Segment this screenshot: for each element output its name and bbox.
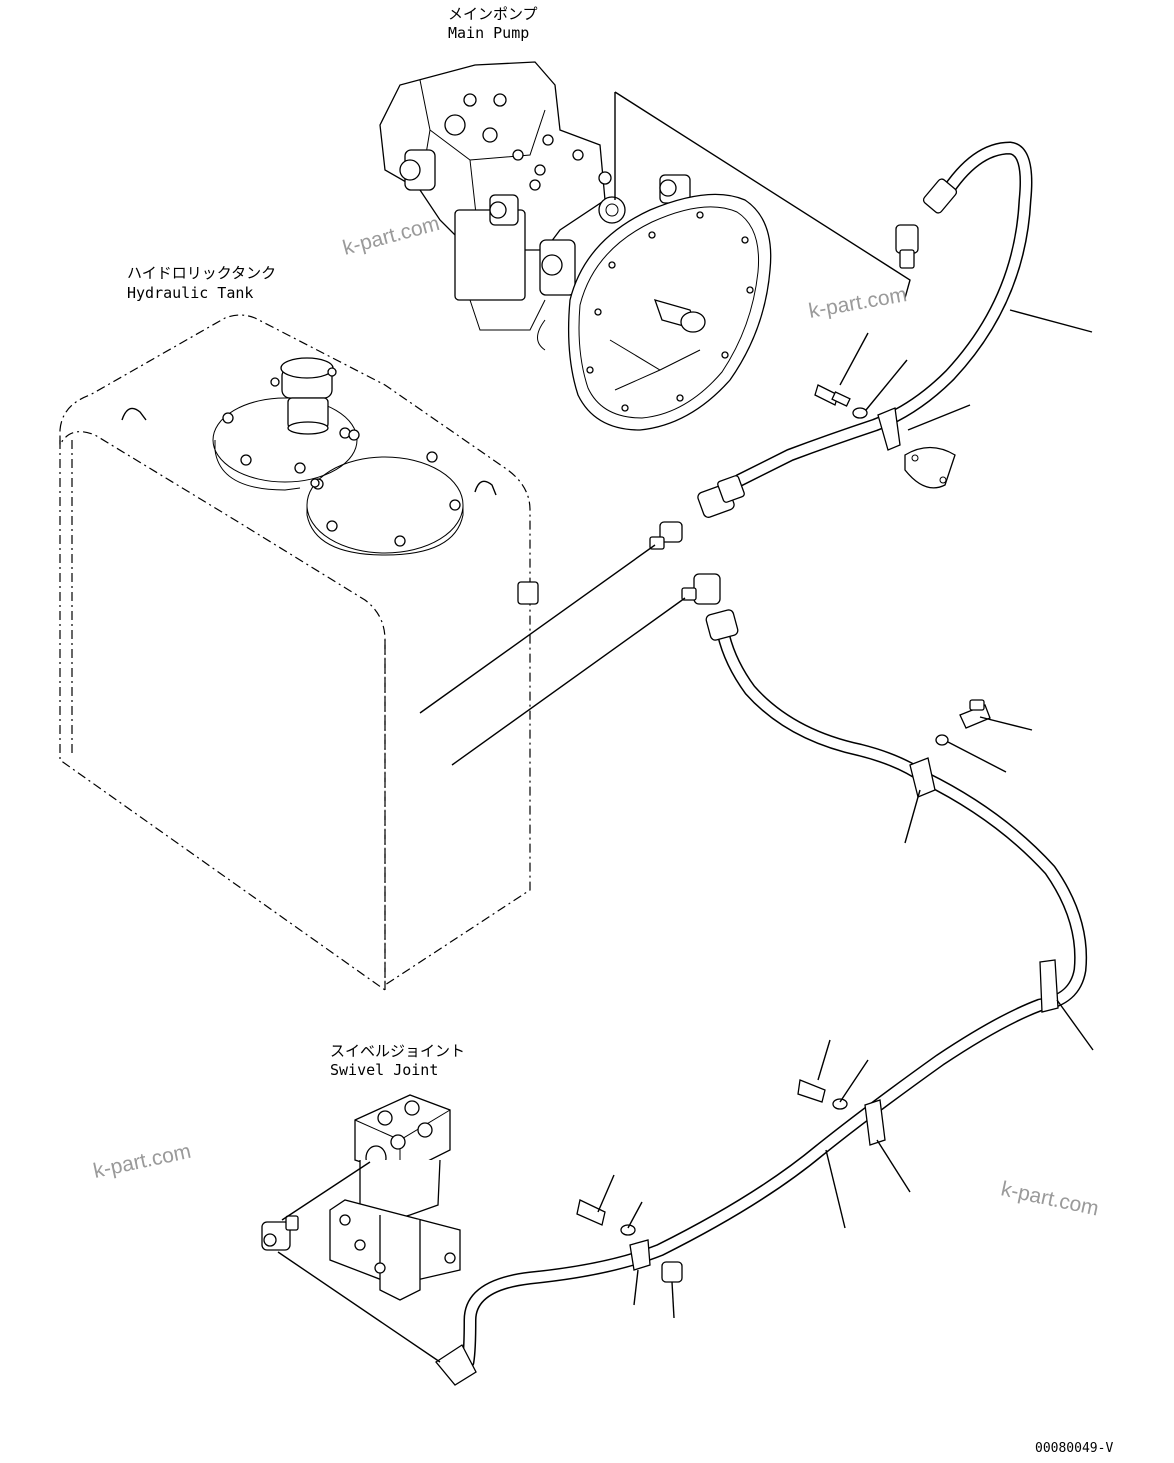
leader-lines <box>277 91 1094 1363</box>
swivel-joint <box>261 1094 461 1301</box>
swivel-return-hose <box>461 621 1088 1369</box>
breather-cap <box>270 357 337 435</box>
tank-port <box>517 581 539 605</box>
swivel-joint-label-jp: スイベルジョイント <box>330 1042 465 1060</box>
swivel-joint-label-en: Swivel Joint <box>330 1061 438 1079</box>
watermark: k-part.com <box>91 1140 193 1183</box>
main-pump-label-en: Main Pump <box>448 24 529 42</box>
drawing-code: 00080049-V <box>1035 1441 1113 1456</box>
watermark: k-part.com <box>999 1177 1101 1220</box>
main-pump <box>379 61 772 431</box>
hydraulic-tank-label-jp: ハイドロリックタンク <box>127 264 276 282</box>
watermark: k-part.com <box>340 212 442 260</box>
cover-bolts <box>222 412 461 547</box>
hydraulic-tank-label-en: Hydraulic Tank <box>127 284 253 302</box>
hydraulic-tank <box>59 314 539 991</box>
watermark: k-part.com <box>807 283 909 323</box>
main-pump-label-jp: メインポンプ <box>448 5 538 23</box>
